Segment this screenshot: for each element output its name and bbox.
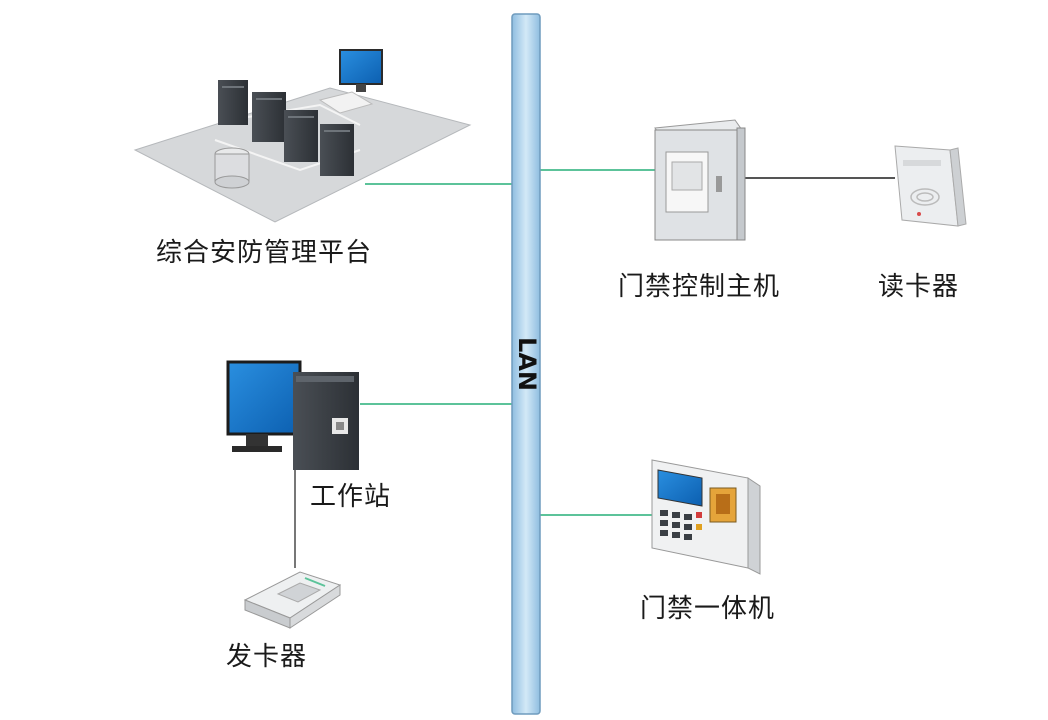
card-reader-label: 读卡器 xyxy=(878,272,960,302)
card-issuer-label: 发卡器 xyxy=(226,642,308,672)
lan-backbone xyxy=(511,13,541,715)
controller-label: 门禁控制主机 xyxy=(618,272,781,302)
desktop-computer-icon xyxy=(226,360,359,470)
links xyxy=(360,169,655,516)
server-cluster-icon xyxy=(133,49,472,223)
platform-label: 综合安防管理平台 xyxy=(156,238,373,268)
terminal-label: 门禁一体机 xyxy=(640,594,776,624)
workstation-label: 工作站 xyxy=(310,482,392,512)
card-reader-icon xyxy=(894,145,967,227)
lan-label: LAN xyxy=(513,337,541,391)
card-issuer-icon xyxy=(243,571,342,629)
access-terminal-icon xyxy=(651,459,761,575)
access-controller-cabinet-icon xyxy=(654,119,746,241)
